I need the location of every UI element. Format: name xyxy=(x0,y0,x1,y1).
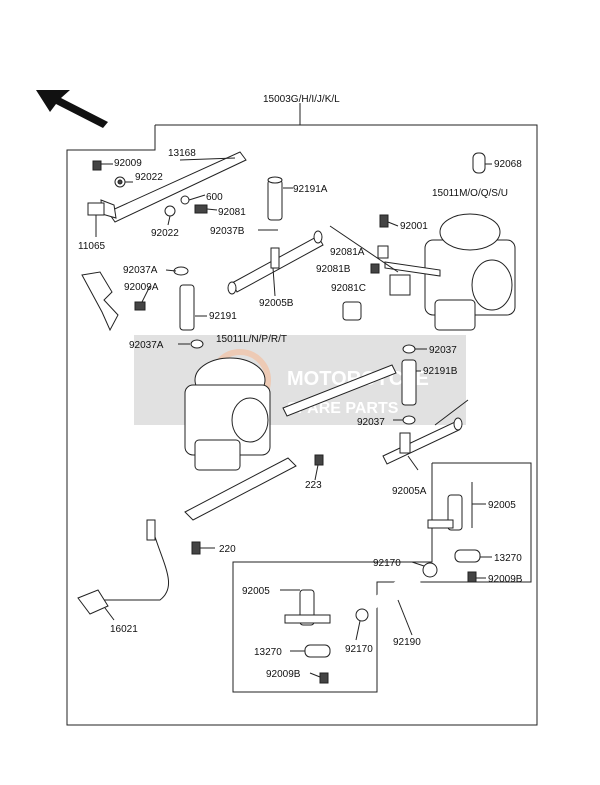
label-92009a: 92009A xyxy=(124,282,159,293)
spring-92081c-icon xyxy=(342,301,362,321)
label-92037a-1: 92037A xyxy=(123,265,158,276)
clamp-92170-icon xyxy=(422,562,438,578)
fitting-92005-lower-icon xyxy=(284,589,331,626)
bolt-92009b2-icon xyxy=(319,672,329,684)
clip-92037c-icon xyxy=(402,415,416,425)
label-223: 223 xyxy=(305,480,322,491)
accessory-subframe xyxy=(232,462,532,693)
bolt-92009b-icon xyxy=(467,571,477,583)
bolt-92009a-icon xyxy=(134,301,146,311)
label-92170a: 92170 xyxy=(373,558,401,569)
spring-92081-icon xyxy=(194,204,208,214)
label-13168: 13168 xyxy=(168,148,196,159)
label-92009b-2: 92009B xyxy=(266,669,301,680)
direction-arrow-icon xyxy=(36,90,108,128)
label-600: 600 xyxy=(206,192,223,203)
label-92081b: 92081B xyxy=(316,264,351,275)
label-92005c: 92005 xyxy=(488,500,516,511)
hose-92191a-icon xyxy=(267,176,283,221)
spring-92081b-icon xyxy=(370,263,380,274)
label-assembly: 15003G/H/I/J/K/L xyxy=(263,94,340,105)
label-92005d: 92005 xyxy=(242,586,270,597)
label-220: 220 xyxy=(219,544,236,555)
throttle-cable-16021-icon xyxy=(77,519,170,615)
label-92068: 92068 xyxy=(494,159,522,170)
carburetor-right-icon xyxy=(424,213,516,331)
label-92009b-1: 92009B xyxy=(488,574,523,585)
washer-92022-icon xyxy=(114,176,126,188)
label-15011l: 15011L/N/P/R/T xyxy=(216,334,287,345)
t-joint-92005b-icon xyxy=(227,230,324,295)
label-11065: 11065 xyxy=(78,241,106,252)
hose-92191b-icon xyxy=(401,359,417,406)
bracket-220-icon xyxy=(184,457,297,521)
fitting-92005-upper-icon xyxy=(427,494,463,531)
screw-92001-icon xyxy=(379,214,389,228)
t-joint-92005a-icon xyxy=(382,417,463,465)
washer-92022b-icon xyxy=(164,205,176,217)
label-92022b: 92022 xyxy=(151,228,179,239)
hose-92190-icon xyxy=(361,573,421,618)
label-92009: 92009 xyxy=(114,158,142,169)
bracket-left-icon xyxy=(81,271,119,332)
cap-92068-icon xyxy=(472,152,486,174)
screw-220-icon xyxy=(191,541,201,555)
label-92037c: 92037 xyxy=(357,417,385,428)
clip-92037-icon xyxy=(402,344,416,354)
connecting-plate-icon xyxy=(282,364,397,417)
label-13270b: 13270 xyxy=(254,647,282,658)
part-labels: 15003G/H/I/J/K/L 92009 13168 92022 600 9… xyxy=(78,94,523,680)
hose-92191-icon xyxy=(179,284,195,331)
label-16021: 16021 xyxy=(110,624,138,635)
label-92001: 92001 xyxy=(400,221,428,232)
label-15011m: 15011M/O/Q/S/U xyxy=(432,188,508,199)
clip-92037a2-icon xyxy=(190,339,204,349)
label-92005a: 92005A xyxy=(392,486,427,497)
label-92190: 92190 xyxy=(393,637,421,648)
label-92191a: 92191A xyxy=(293,184,328,195)
label-92081c: 92081C xyxy=(331,283,366,294)
label-13270a: 13270 xyxy=(494,553,522,564)
clip-11065-icon xyxy=(87,202,105,216)
plate-13270b-icon xyxy=(304,644,331,658)
link-rod-icon xyxy=(384,261,441,296)
assembly-frame xyxy=(66,103,538,726)
clamp-92170b-icon xyxy=(355,608,369,622)
label-92037: 92037 xyxy=(429,345,457,356)
carburetor-left-icon xyxy=(184,357,271,471)
ball-600-icon xyxy=(180,195,190,205)
clip-92037a-icon xyxy=(173,266,189,276)
label-92081a: 92081A xyxy=(330,247,365,258)
plate-13270a-icon xyxy=(454,549,481,563)
label-92191: 92191 xyxy=(209,311,237,322)
label-92005b: 92005B xyxy=(259,298,294,309)
leader-lines xyxy=(95,157,492,678)
label-92170b: 92170 xyxy=(345,644,373,655)
bolt-92009-icon xyxy=(92,160,102,171)
screw-223-icon xyxy=(314,454,324,466)
label-92191b: 92191B xyxy=(423,366,458,377)
bracket-13168 xyxy=(100,151,247,223)
label-92037a-2: 92037A xyxy=(129,340,164,351)
spring-92081a-icon xyxy=(377,245,389,259)
label-92081: 92081 xyxy=(218,207,246,218)
label-92022a: 92022 xyxy=(135,172,163,183)
label-92037b: 92037B xyxy=(210,226,245,237)
